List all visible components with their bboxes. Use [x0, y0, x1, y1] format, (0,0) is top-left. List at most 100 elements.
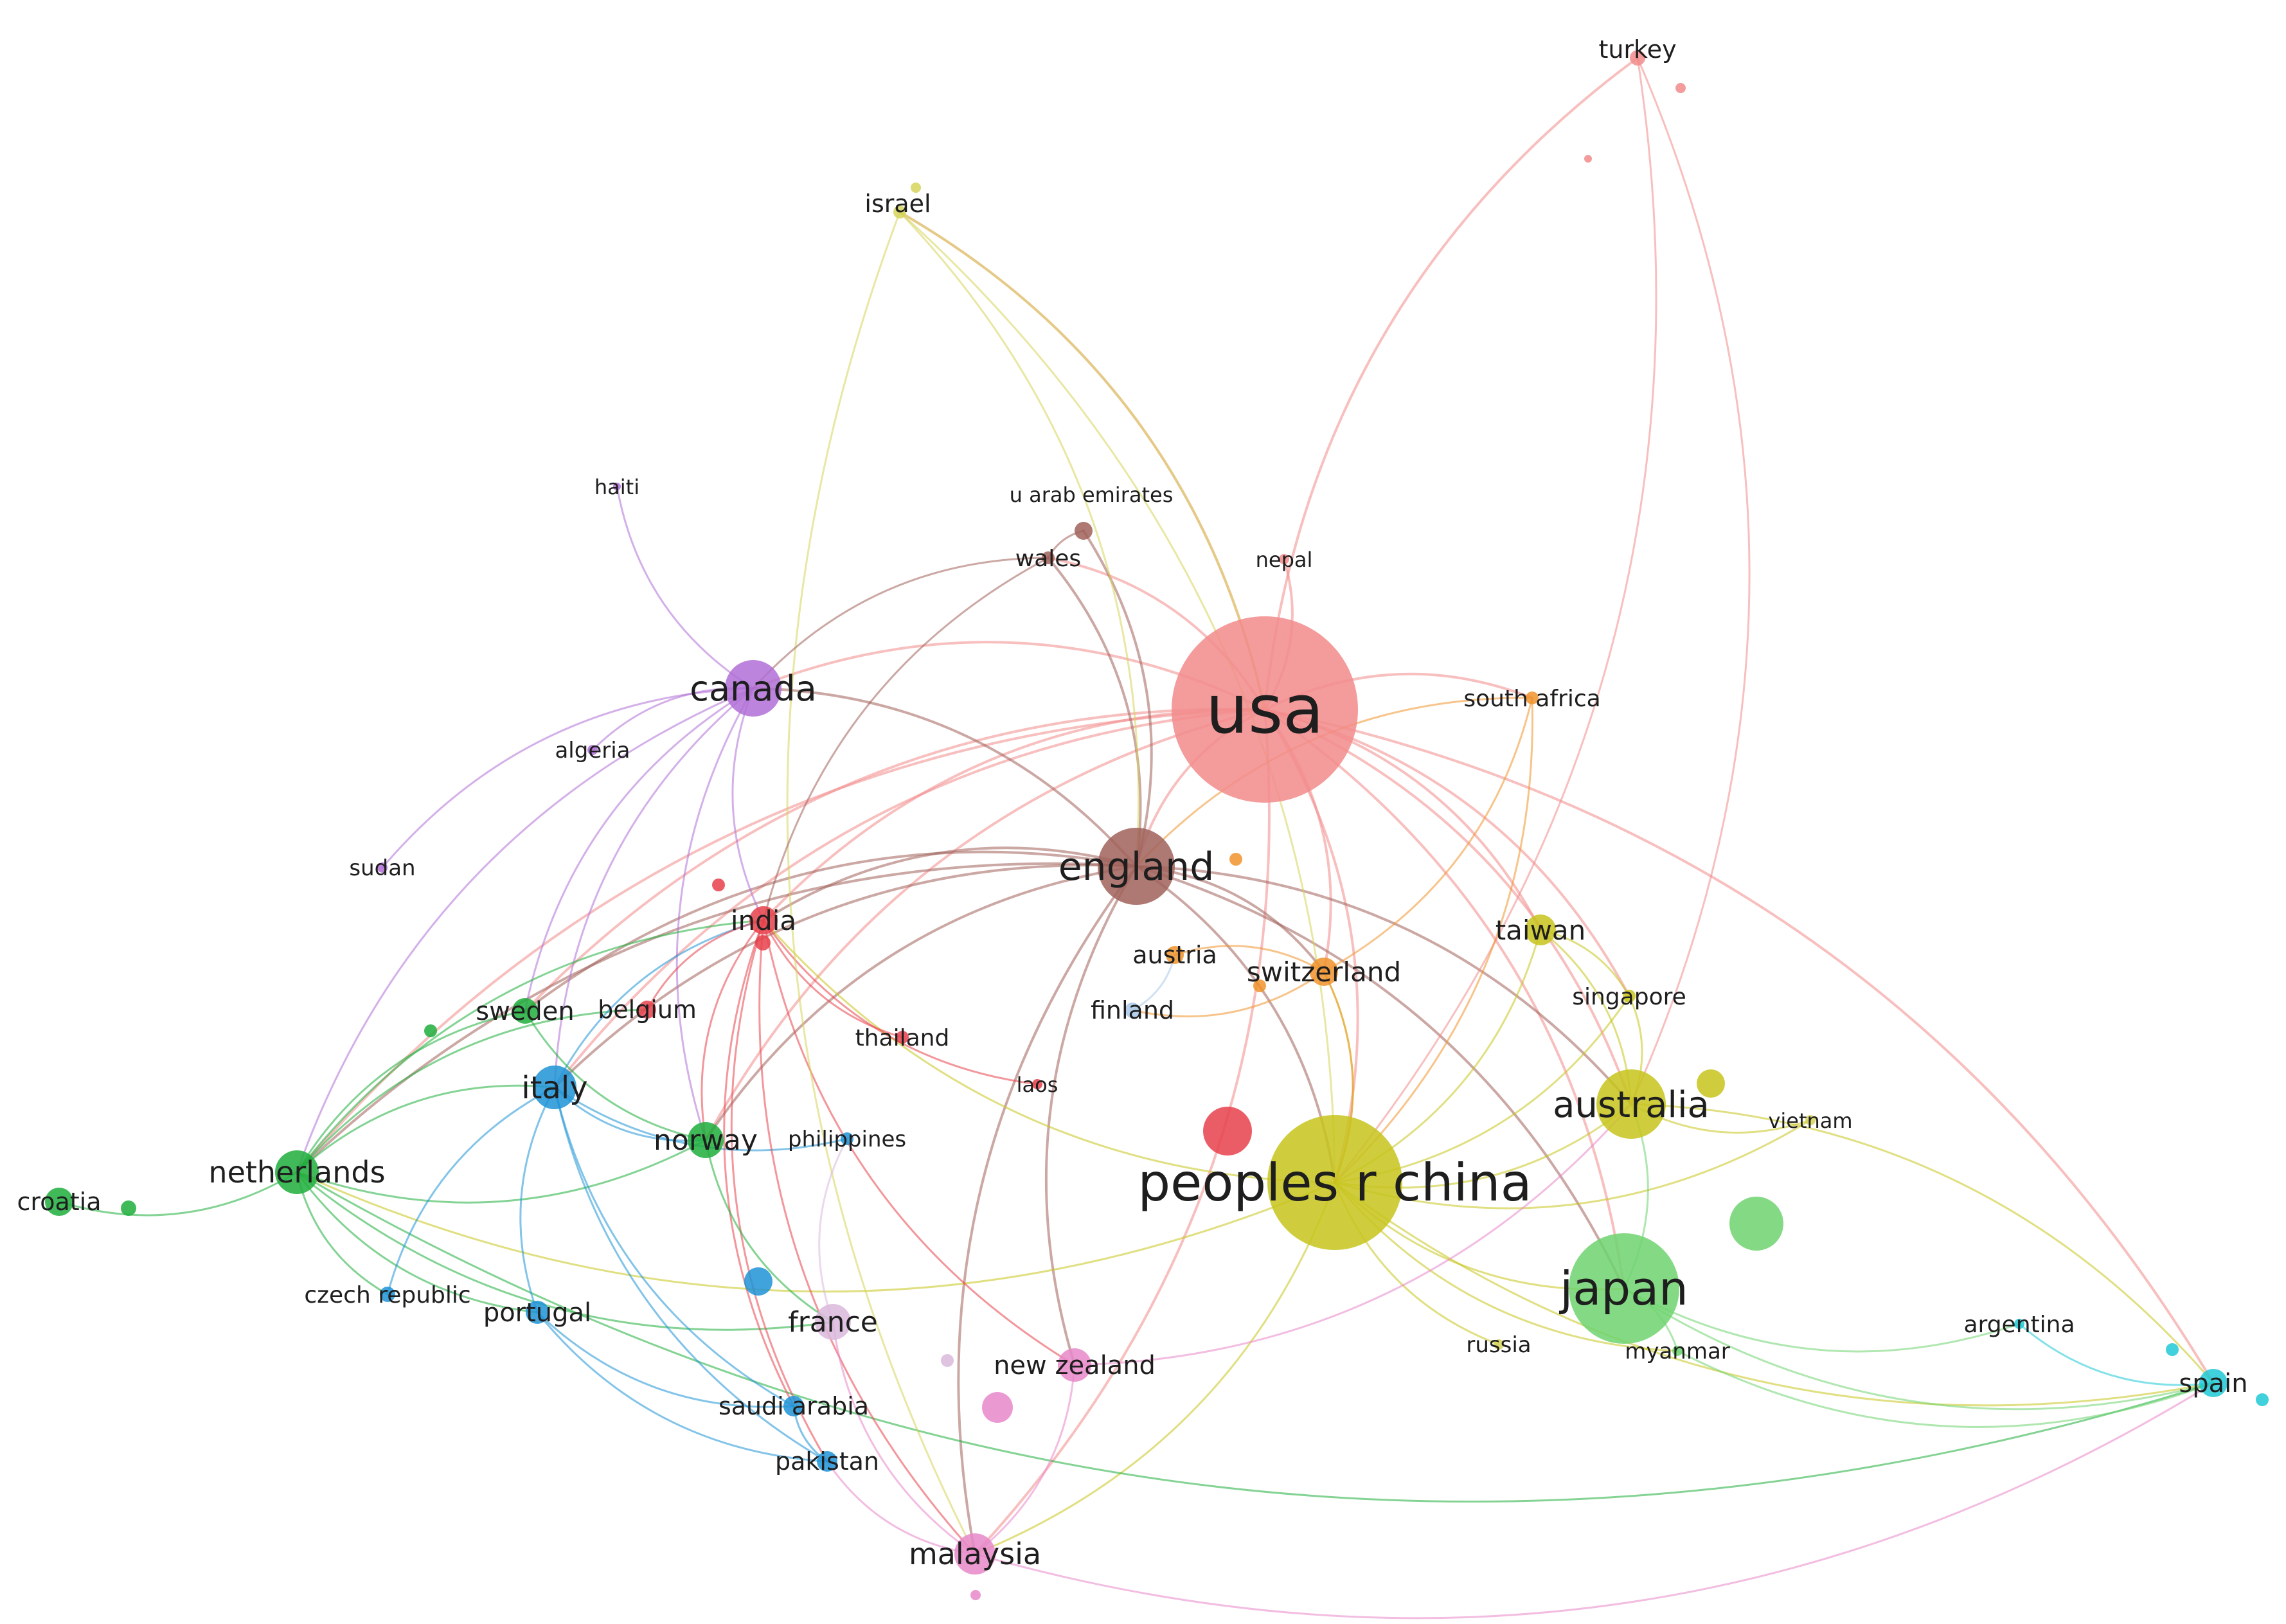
- label-peoples-r-china: peoples r china: [1138, 1153, 1531, 1213]
- node-taiwan[interactable]: [1525, 915, 1556, 945]
- node-new-zealand[interactable]: [1058, 1348, 1091, 1382]
- minor-node: [1584, 155, 1592, 163]
- label-sudan: sudan: [349, 855, 415, 881]
- node-argentina[interactable]: [2014, 1319, 2024, 1329]
- node-norway[interactable]: [688, 1122, 724, 1158]
- label-nepal: nepal: [1256, 548, 1313, 572]
- edge-wales-india: [762, 557, 1049, 922]
- node-laos[interactable]: [1032, 1079, 1042, 1089]
- edge-japan-spain: [1623, 1287, 2215, 1411]
- edge-canada-sweden: [524, 687, 755, 1012]
- node-croatia[interactable]: [45, 1188, 73, 1216]
- edge-norway-france: [704, 1139, 834, 1323]
- node-israel[interactable]: [893, 206, 906, 219]
- node-canada[interactable]: [725, 660, 781, 717]
- label-algeria: algeria: [555, 738, 630, 763]
- node-australia[interactable]: [1596, 1069, 1666, 1139]
- label-austria: austria: [1132, 941, 1217, 969]
- node-vietnam[interactable]: [1805, 1115, 1816, 1125]
- node-pakistan[interactable]: [817, 1451, 837, 1472]
- edge-usa-sweden: [524, 708, 1266, 1012]
- label-israel: israel: [864, 190, 931, 218]
- node-switzerland[interactable]: [1310, 958, 1338, 986]
- edge-portugal-pakistan: [536, 1311, 828, 1463]
- node-england[interactable]: [1098, 828, 1175, 905]
- label-portugal: portugal: [483, 1298, 591, 1328]
- edge-usa-japan: [1264, 708, 1625, 1290]
- edge-japan-argentina: [1623, 1287, 2021, 1353]
- node-peoples-r-china[interactable]: [1267, 1115, 1402, 1250]
- edge-south-africa-peoples-r-china: [1334, 697, 1533, 1184]
- edge-israel-england: [898, 211, 1140, 868]
- node-south-africa[interactable]: [1526, 692, 1539, 704]
- edge-india-malaysia: [758, 919, 976, 1555]
- label-netherlands: netherlands: [208, 1155, 385, 1190]
- edge-england-australia: [1135, 865, 1632, 1105]
- edge-netherlands-croatia: [58, 1171, 298, 1217]
- edge-malaysia-pakistan: [826, 1460, 976, 1555]
- edge-usa-spain: [1264, 708, 2215, 1384]
- node-malaysia[interactable]: [954, 1533, 996, 1575]
- minor-node: [1253, 979, 1266, 992]
- label-singapore: singapore: [1572, 984, 1686, 1010]
- edge-portugal-saudi-arabia: [536, 1311, 795, 1408]
- node-italy[interactable]: [533, 1066, 576, 1109]
- label-myanmar: myanmar: [1625, 1339, 1730, 1364]
- edge-netherlands-portugal: [296, 1171, 539, 1314]
- node-portugal[interactable]: [526, 1301, 549, 1324]
- node-algeria[interactable]: [587, 745, 598, 755]
- minor-node: [712, 879, 725, 891]
- edge-canada-haiti: [616, 485, 755, 690]
- label-pakistan: pakistan: [775, 1447, 879, 1476]
- edge-peoples-r-china-netherlands: [296, 1171, 1336, 1293]
- node-japan[interactable]: [1569, 1233, 1679, 1344]
- edge-netherlands-norway: [296, 1139, 707, 1204]
- edge-italy-portugal: [519, 1086, 556, 1314]
- node-netherlands[interactable]: [275, 1150, 319, 1194]
- node-russia[interactable]: [1494, 1339, 1504, 1350]
- node-france[interactable]: [815, 1304, 851, 1340]
- node-usa[interactable]: [1172, 616, 1358, 803]
- node-finland[interactable]: [1125, 1003, 1140, 1018]
- edge-netherlands-india: [296, 919, 765, 1173]
- edge-argentina-spain: [2018, 1323, 2215, 1386]
- node-u-arab-emirates[interactable]: [1075, 522, 1093, 540]
- node-turkey[interactable]: [1630, 50, 1645, 66]
- edge-england-new-zealand: [1044, 865, 1138, 1366]
- edge-england-wales: [1047, 557, 1142, 868]
- edge-new-zealand-australia: [1073, 1103, 1632, 1366]
- node-nepal[interactable]: [1279, 554, 1289, 564]
- node-myanmar[interactable]: [1672, 1346, 1683, 1356]
- node-spain[interactable]: [2199, 1369, 2228, 1397]
- label-russia: russia: [1466, 1332, 1531, 1358]
- minor-node: [1729, 1197, 1783, 1251]
- label-philippines: philippines: [788, 1127, 906, 1152]
- node-sudan[interactable]: [377, 862, 388, 873]
- node-india[interactable]: [749, 906, 778, 934]
- edge-peoples-r-china-vietnam: [1334, 1119, 1812, 1209]
- label-new-zealand: new zealand: [994, 1351, 1156, 1380]
- edge-norway-sweden: [524, 1010, 707, 1141]
- edge-india-pakistan: [730, 919, 828, 1463]
- node-philippines[interactable]: [841, 1132, 853, 1145]
- edge-england-canada: [752, 687, 1138, 868]
- node-austria[interactable]: [1166, 946, 1184, 964]
- node-sweden[interactable]: [512, 998, 538, 1024]
- node-wales[interactable]: [1042, 551, 1055, 564]
- node-haiti[interactable]: [613, 483, 621, 490]
- node-belgium[interactable]: [638, 1001, 656, 1019]
- label-usa: usa: [1206, 670, 1324, 749]
- node-singapore[interactable]: [1623, 990, 1636, 1003]
- node-thailand[interactable]: [896, 1031, 909, 1044]
- label-australia: australia: [1553, 1084, 1710, 1126]
- edge-canada-netherlands: [296, 687, 755, 1173]
- edge-australia-spain: [1630, 1103, 2215, 1384]
- label-india: india: [731, 905, 796, 936]
- node-czech-republic[interactable]: [380, 1287, 395, 1302]
- label-laos: laos: [1017, 1073, 1058, 1097]
- label-switzerland: switzerland: [1247, 956, 1401, 988]
- label-taiwan: taiwan: [1496, 915, 1586, 946]
- node-saudi-arabia[interactable]: [783, 1396, 804, 1416]
- label-u-arab-emirates: u arab emirates: [1010, 483, 1174, 507]
- label-czech-republic: czech republic: [304, 1282, 470, 1308]
